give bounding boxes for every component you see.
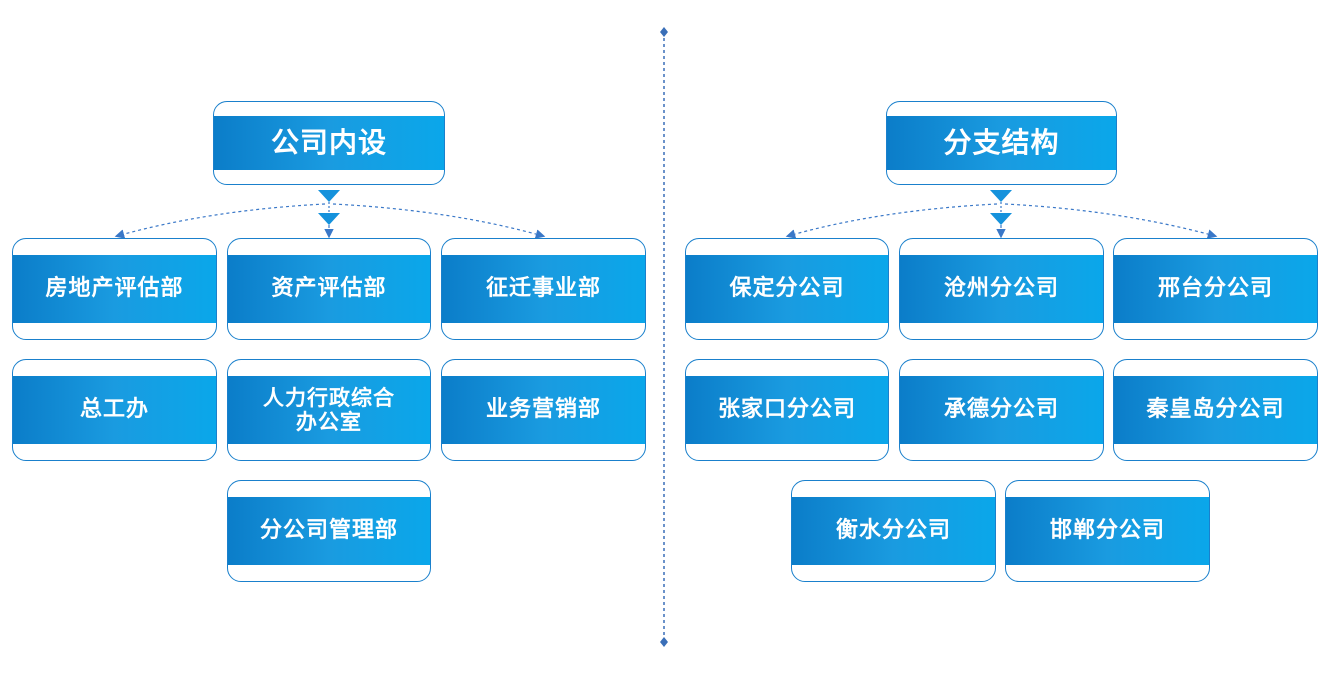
dept-chief-engineer-office: 总工办	[12, 359, 217, 461]
dept-label: 分公司管理部	[259, 518, 398, 543]
branch-chengde: 承德分公司	[899, 359, 1104, 461]
left-down-triangle-1	[318, 190, 340, 202]
branch-qinhuangdao: 秦皇岛分公司	[1113, 359, 1318, 461]
divider-top-diamond	[660, 27, 668, 37]
right-title-box: 分支结构	[886, 101, 1117, 185]
right-title: 分支结构	[943, 126, 1060, 159]
branch-label: 衡水分公司	[835, 518, 951, 543]
dept-label: 人力行政综合办公室	[263, 386, 395, 434]
left-down-triangle-2	[318, 213, 340, 225]
dept-hr-admin-office: 人力行政综合办公室	[227, 359, 431, 461]
right-connector-to-col1	[785, 203, 998, 239]
dept-label: 征迁事业部	[485, 276, 601, 301]
branch-label: 承德分公司	[943, 397, 1059, 422]
dept-asset-appraisal: 资产评估部	[227, 238, 431, 340]
left-connector-to-col3	[332, 203, 546, 239]
branch-handan: 邯郸分公司	[1005, 480, 1210, 582]
left-connector-to-col1	[114, 203, 326, 239]
dept-relocation: 征迁事业部	[441, 238, 646, 340]
right-down-triangle-1	[990, 190, 1012, 202]
branch-label: 秦皇岛分公司	[1146, 397, 1285, 422]
branch-hengshui: 衡水分公司	[791, 480, 996, 582]
dept-label: 业务营销部	[485, 397, 601, 422]
dept-label: 资产评估部	[271, 276, 387, 301]
branch-cangzhou: 沧州分公司	[899, 238, 1104, 340]
dept-label: 总工办	[79, 397, 149, 422]
branch-baoding: 保定分公司	[685, 238, 889, 340]
right-down-triangle-2	[990, 213, 1012, 225]
dept-label: 房地产评估部	[45, 276, 184, 301]
right-connector-to-col3	[1004, 203, 1218, 239]
left-title: 公司内设	[270, 126, 387, 159]
branch-label: 邢台分公司	[1157, 276, 1273, 301]
branch-label: 邯郸分公司	[1049, 518, 1165, 543]
branch-label: 保定分公司	[729, 276, 845, 301]
branch-label: 沧州分公司	[943, 276, 1059, 301]
left-tree-arrows	[114, 190, 546, 239]
dept-branch-management: 分公司管理部	[227, 480, 431, 582]
left-title-box: 公司内设	[213, 101, 445, 185]
branch-xingtai: 邢台分公司	[1113, 238, 1318, 340]
branch-label: 张家口分公司	[717, 397, 856, 422]
divider-bottom-diamond	[660, 637, 668, 647]
dept-business-marketing: 业务营销部	[441, 359, 646, 461]
dept-real-estate-appraisal: 房地产评估部	[12, 238, 217, 340]
right-tree-arrows	[785, 190, 1218, 239]
branch-zhangjiakou: 张家口分公司	[685, 359, 889, 461]
